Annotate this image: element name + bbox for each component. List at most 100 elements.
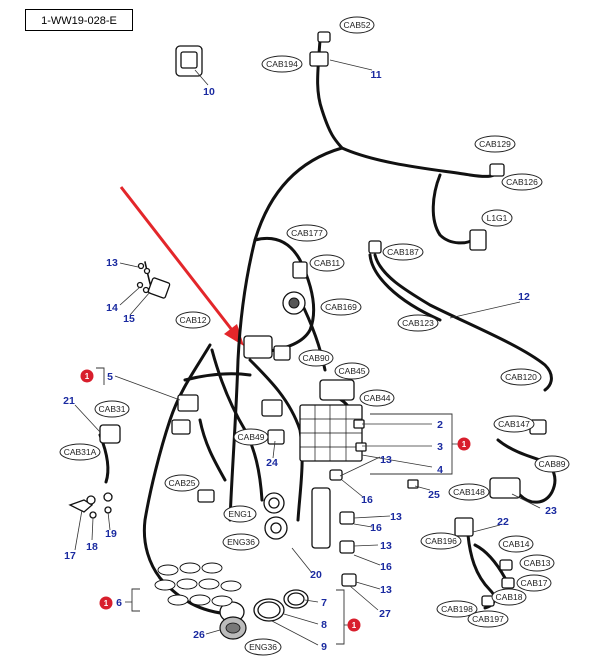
svg-text:CAB126: CAB126 (506, 177, 538, 187)
svg-text:CAB120: CAB120 (505, 372, 537, 382)
badge-group-6: 1 (99, 596, 113, 610)
svg-text:1: 1 (85, 372, 90, 381)
callout-18: 18 (86, 541, 98, 553)
svg-text:CAB177: CAB177 (291, 228, 323, 238)
callout-20: 20 (310, 569, 322, 581)
connector-cab90: CAB90 (298, 349, 334, 367)
svg-text:CAB44: CAB44 (364, 393, 391, 403)
svg-text:CAB169: CAB169 (325, 302, 357, 312)
connector-cab194: CAB194 (261, 55, 303, 73)
callout-7: 7 (321, 597, 327, 609)
part-11-connector (309, 51, 329, 67)
svg-text:CAB17: CAB17 (521, 578, 548, 588)
svg-text:CAB90: CAB90 (303, 353, 330, 363)
svg-text:CAB45: CAB45 (339, 366, 366, 376)
connector-cab197: CAB197 (467, 610, 509, 628)
svg-text:CAB123: CAB123 (402, 318, 434, 328)
leader-lines (74, 59, 541, 646)
connector-cab196: CAB196 (420, 532, 462, 550)
svg-text:CAB148: CAB148 (453, 487, 485, 497)
svg-text:CAB147: CAB147 (498, 419, 530, 429)
connector-cab198: CAB198 (436, 600, 478, 618)
svg-text:CAB25: CAB25 (169, 478, 196, 488)
connector-cab177: CAB177 (286, 224, 328, 242)
connector-cab123: CAB123 (397, 314, 439, 332)
callout-10: 10 (203, 86, 215, 98)
connector-cab25: CAB25 (164, 474, 200, 492)
connector-cab126: CAB126 (501, 173, 543, 191)
callout-22: 22 (497, 516, 509, 528)
svg-text:CAB11: CAB11 (314, 258, 341, 268)
part-6-floor-harness (154, 562, 242, 607)
connector-l1g1: L1G1 (481, 209, 513, 227)
connector-cab49: CAB49 (233, 428, 269, 446)
svg-text:CAB197: CAB197 (472, 614, 504, 624)
svg-text:CAB31A: CAB31A (64, 447, 97, 457)
svg-text:CAB198: CAB198 (441, 604, 473, 614)
callout-27: 27 (379, 608, 391, 620)
reference-badges: 1 1 1 1 (80, 369, 471, 632)
connector-cab44: CAB44 (359, 389, 395, 407)
connector-cab120: CAB120 (500, 368, 542, 386)
callout-26: 26 (193, 629, 205, 641)
connector-cab45: CAB45 (334, 362, 370, 380)
callout-11: 11 (370, 69, 381, 81)
svg-text:CAB187: CAB187 (387, 247, 419, 257)
reference-code-box: 1-WW19-028-E (25, 9, 133, 31)
connector-labels: CAB52 CAB194 CAB129 CAB126 L1G1 CAB177 C… (59, 16, 570, 656)
callout-17: 17 (64, 550, 76, 562)
connector-cab52: CAB52 (339, 16, 375, 34)
callout-16-upper: 16 (361, 494, 373, 506)
callout-13-top: 13 (106, 257, 118, 269)
connector-cab12: CAB12 (175, 311, 211, 329)
callout-14: 14 (106, 302, 118, 314)
svg-text:CAB14: CAB14 (503, 539, 530, 549)
connector-cab13: CAB13 (519, 554, 555, 572)
connector-cab129: CAB129 (474, 135, 516, 153)
callout-5: 5 (107, 371, 113, 383)
parts-17-18-19 (68, 492, 113, 519)
connector-cab147: CAB147 (493, 415, 535, 433)
svg-text:ENG1: ENG1 (228, 509, 251, 519)
svg-text:CAB49: CAB49 (238, 432, 265, 442)
harness-parts (68, 31, 547, 640)
connector-eng36-upper: ENG36 (222, 533, 260, 551)
svg-text:1: 1 (352, 621, 357, 630)
callout-8: 8 (321, 619, 327, 631)
svg-text:1: 1 (104, 599, 109, 608)
callout-13-right: 13 (390, 511, 402, 523)
svg-text:L1G1: L1G1 (487, 213, 508, 223)
callout-19: 19 (105, 528, 117, 540)
callout-21: 21 (63, 395, 75, 407)
connector-cab148: CAB148 (448, 483, 490, 501)
svg-text:CAB129: CAB129 (479, 139, 511, 149)
svg-text:CAB196: CAB196 (425, 536, 457, 546)
callout-6: 6 (116, 597, 122, 609)
callout-24: 24 (266, 457, 278, 469)
svg-text:CAB18: CAB18 (496, 592, 523, 602)
part-callouts: 10 11 12 13 14 15 5 21 2 3 4 24 13 16 25… (63, 69, 557, 653)
callout-12: 12 (518, 291, 530, 303)
connector-cab31a: CAB31A (59, 443, 101, 461)
part-21-connector (99, 424, 121, 444)
callout-9: 9 (321, 641, 327, 653)
connector-cab17: CAB17 (516, 574, 552, 592)
svg-text:CAB12: CAB12 (180, 315, 207, 325)
part-25-plug (353, 419, 419, 489)
badge-group-2-4: 1 (457, 437, 471, 451)
svg-text:ENG36: ENG36 (227, 537, 255, 547)
connector-cab14: CAB14 (498, 535, 534, 553)
svg-text:CAB31: CAB31 (99, 404, 126, 414)
callout-13-lower: 13 (380, 540, 392, 552)
callout-3: 3 (437, 441, 443, 453)
svg-text:CAB13: CAB13 (524, 558, 551, 568)
svg-text:1: 1 (462, 440, 467, 449)
connector-cab31: CAB31 (94, 400, 130, 418)
connector-cab187: CAB187 (382, 243, 424, 261)
svg-text:CAB89: CAB89 (539, 459, 566, 469)
connector-cab169: CAB169 (320, 298, 362, 316)
callout-13-bottom: 13 (380, 584, 392, 596)
badge-group-7-9: 1 (347, 618, 361, 632)
part-23-module (489, 477, 521, 499)
connector-eng36-lower: ENG36 (244, 638, 282, 656)
